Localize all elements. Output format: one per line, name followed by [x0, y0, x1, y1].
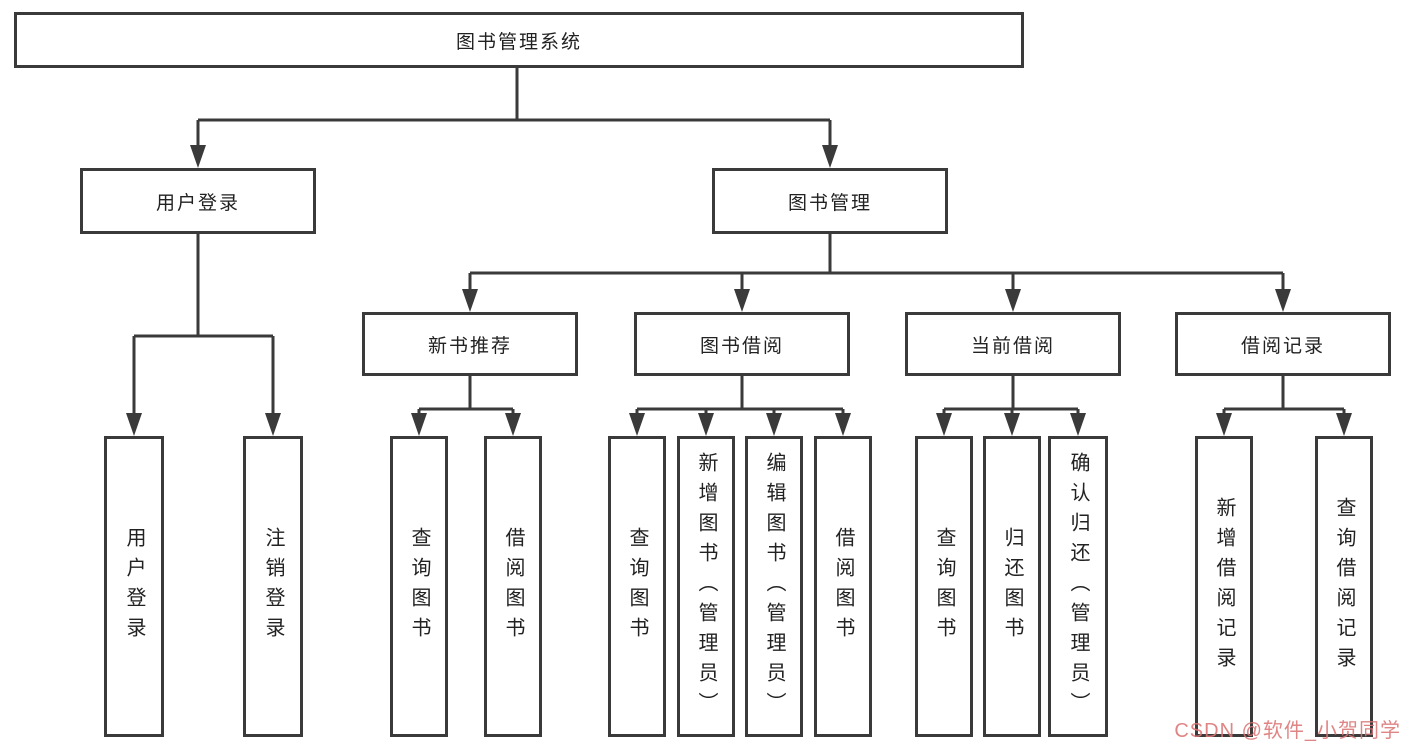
leaf-confirm-return-admin: 确认归还（管理员）	[1048, 436, 1108, 737]
leaf-query-books-2: 查询图书	[608, 436, 666, 737]
node-label: 新增图书（管理员）	[695, 451, 717, 722]
leaf-add-book-admin: 新增图书（管理员）	[677, 436, 735, 737]
leaf-add-borrow-record: 新增借阅记录	[1195, 436, 1253, 737]
node-label: 用户登录	[123, 526, 145, 647]
node-label: 查询借阅记录	[1333, 496, 1355, 677]
node-library-system: 图书管理系统	[14, 12, 1024, 68]
leaf-query-books: 查询图书	[390, 436, 448, 737]
node-label: 借阅记录	[1240, 335, 1325, 357]
node-borrow-records: 借阅记录	[1175, 312, 1391, 376]
leaf-borrow-books-2: 借阅图书	[814, 436, 872, 737]
leaf-return-book: 归还图书	[983, 436, 1041, 737]
leaf-query-borrow-record: 查询借阅记录	[1315, 436, 1373, 737]
node-label: 编辑图书（管理员）	[763, 451, 785, 722]
node-label: 新增借阅记录	[1213, 496, 1235, 677]
leaf-user-login: 用户登录	[104, 436, 164, 737]
node-label: 查询图书	[933, 526, 955, 647]
node-current-borrow: 当前借阅	[905, 312, 1121, 376]
node-label: 借阅图书	[832, 526, 854, 647]
node-new-book-recommend: 新书推荐	[362, 312, 578, 376]
leaf-query-books-3: 查询图书	[915, 436, 973, 737]
node-book-management: 图书管理	[712, 168, 948, 234]
leaf-logout: 注销登录	[243, 436, 303, 737]
node-label: 查询图书	[408, 526, 430, 647]
node-label: 当前借阅	[970, 335, 1055, 357]
node-label: 借阅图书	[502, 526, 524, 647]
leaf-edit-book-admin: 编辑图书（管理员）	[745, 436, 803, 737]
node-book-borrow: 图书借阅	[634, 312, 850, 376]
node-label: 用户登录	[155, 192, 240, 214]
node-label: 注销登录	[262, 526, 284, 647]
node-label: 归还图书	[1001, 526, 1023, 647]
node-label: 确认归还（管理员）	[1067, 451, 1089, 722]
node-label: 查询图书	[626, 526, 648, 647]
csdn-watermark: CSDN @软件_小贺同学	[1174, 720, 1401, 742]
node-user-login: 用户登录	[80, 168, 316, 234]
node-label: 图书管理	[787, 192, 872, 214]
node-label: 新书推荐	[427, 335, 512, 357]
leaf-borrow-books: 借阅图书	[484, 436, 542, 737]
node-label: 图书管理系统	[455, 31, 582, 53]
node-label: 图书借阅	[699, 335, 784, 357]
